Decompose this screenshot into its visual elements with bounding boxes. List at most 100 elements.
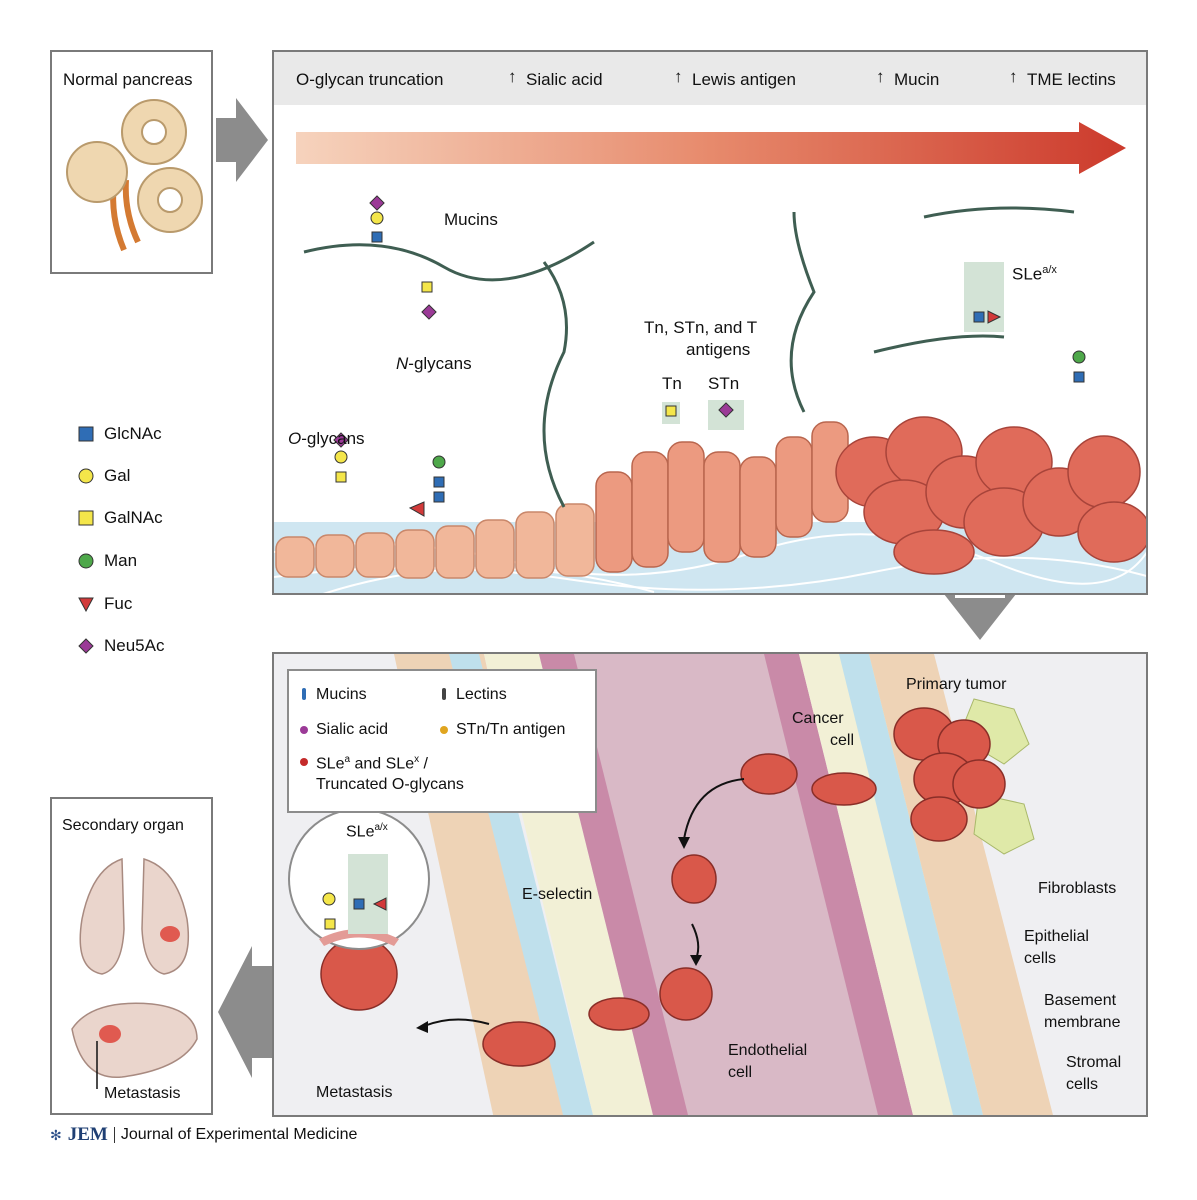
right-epithelial-band [869, 654, 1053, 1115]
key-lectins: Lectins [456, 686, 507, 703]
oglycans-rest: -glycans [301, 429, 365, 448]
key-sialic: Sialic acid [316, 721, 389, 738]
primary-tumor-label: Primary tumor [906, 676, 1007, 693]
header-item-lectins: TME lectins [1027, 70, 1116, 89]
organ-illustration [71, 857, 198, 1089]
header-item-mucin: Mucin [894, 70, 940, 89]
journal-footer: ✻ JEM Journal of Experimental Medicine [50, 1124, 357, 1146]
endothelial-label-2: cell [728, 1064, 753, 1081]
lectin-key-icon [442, 688, 446, 700]
header-item-sialic: Sialic acid [526, 70, 603, 89]
oglycans-label: O-glycans [288, 429, 365, 449]
basement-label-1: Basement [1044, 992, 1117, 1009]
jem-logo: JEM [67, 1124, 108, 1145]
legend-gal-label: Gal [104, 466, 131, 485]
up-arrow-icon: ↑ [1009, 67, 1018, 86]
endothelial-label-1: Endothelial [728, 1042, 808, 1059]
right-basement-band [839, 654, 984, 1115]
glcnac-square-icon [78, 426, 94, 442]
header-item-truncation: O-glycan truncation [296, 70, 444, 89]
key-sle-a: SLe [316, 755, 345, 773]
right-lung [141, 857, 190, 975]
right-endothelium [764, 654, 914, 1115]
key-stn: STn/Tn antigen [456, 721, 566, 738]
pancreas-acini-illustration [66, 99, 203, 252]
basement-label-2: membrane [1044, 1014, 1121, 1031]
liver [71, 1002, 198, 1078]
primary-tumor-cells [320, 707, 1006, 1067]
cancer-cell-label-2: cell [830, 732, 855, 749]
tn-group-label-1: Tn, STn, and T [644, 318, 758, 337]
bubble-sle-text: SLe [346, 823, 375, 841]
key-sle-sup-x: x [414, 754, 420, 765]
liver-metastasis [99, 1025, 121, 1043]
legend-gal: Gal [78, 466, 130, 486]
glycan-symbols [333, 195, 1086, 517]
galnac-square-icon [78, 510, 94, 526]
key-sle-end: / [419, 755, 428, 773]
panel-header [274, 52, 1146, 105]
key-sle-sup-a: a [344, 754, 351, 765]
man-circle-icon [78, 553, 94, 569]
up-arrow-icon: ↑ [876, 67, 885, 86]
neu5ac-diamond-icon [78, 638, 94, 654]
legend-neu5ac-label: Neu5Ac [104, 636, 165, 655]
normal-epithelium [275, 503, 595, 579]
tn-group-label-2: antigens [686, 340, 751, 359]
legend-glcnac-label: GlcNAc [104, 424, 162, 443]
arrow-left-icon [218, 946, 272, 1078]
transformation-illustration [274, 122, 1146, 593]
header-item-lewis: Lewis antigen [692, 70, 796, 89]
legend-neu5ac: Neu5Ac [78, 636, 164, 656]
key-sle-mid: and SLe [350, 755, 415, 773]
normal-pancreas-panel: Normal pancreas [50, 50, 213, 274]
lung-metastasis [160, 926, 180, 942]
secondary-organ-panel: Secondary organ Metastasis [50, 797, 213, 1115]
epithelial-label-2: cells [1024, 950, 1057, 967]
stn-label: STn [708, 374, 740, 393]
legend-fuc: Fuc [78, 594, 132, 614]
footer-divider [113, 1127, 115, 1143]
normal-pancreas-title: Normal pancreas [63, 70, 193, 89]
journal-name: Journal of Experimental Medicine [120, 1126, 358, 1143]
stromal-label-2: cells [1066, 1076, 1099, 1093]
sle-key-icon [300, 758, 308, 766]
cancer-cell-label-1: Cancer [792, 710, 844, 727]
bubble-sle-label: SLea/x [346, 822, 388, 841]
stromal-label-1: Stromal [1066, 1054, 1122, 1071]
fuc-triangle-icon [78, 597, 94, 612]
sle-label: SLea/x [1012, 264, 1057, 285]
tn-label: Tn [662, 374, 682, 393]
sialic-key-icon [300, 726, 308, 734]
nglycans-italic: N [396, 354, 409, 373]
legend-glcnac: GlcNAc [78, 424, 162, 444]
key-mucins: Mucins [316, 686, 367, 703]
mucin-key-icon [302, 688, 306, 700]
legend-galnac-label: GalNAc [104, 508, 163, 527]
fibroblasts-label: Fibroblasts [1038, 880, 1117, 897]
secondary-metastasis-label: Metastasis [104, 1085, 181, 1102]
stn-key-icon [440, 726, 448, 734]
legend-fuc-label: Fuc [104, 594, 133, 613]
gal-circle-icon [78, 468, 94, 484]
key-sle-line2: Truncated O-glycans [316, 776, 464, 793]
legend-galnac: GalNAc [78, 508, 163, 528]
key-sle-line1: SLea and SLex / [316, 754, 428, 773]
tumor-cluster [835, 416, 1146, 575]
arrow-right-icon [216, 98, 268, 182]
secondary-organ-title: Secondary organ [62, 817, 184, 834]
transformation-panel: O-glycan truncation ↑ Sialic acid ↑ Lewi… [272, 50, 1148, 595]
jem-logo-icon: ✻ [50, 1126, 62, 1143]
e-selectin-label: E-selectin [522, 886, 593, 903]
sle-text: SLe [1012, 264, 1043, 284]
mucin-stalks [303, 206, 1075, 508]
up-arrow-icon: ↑ [508, 67, 517, 86]
oglycans-italic: O [288, 429, 302, 448]
up-arrow-icon: ↑ [674, 67, 683, 86]
legend-man: Man [78, 551, 137, 571]
metastasis-cluster-label: Metastasis [316, 1084, 393, 1101]
left-lung [79, 857, 125, 975]
nglycans-rest: -glycans [408, 354, 472, 373]
sle-sup: a/x [1042, 264, 1057, 276]
legend-man-label: Man [104, 551, 138, 570]
